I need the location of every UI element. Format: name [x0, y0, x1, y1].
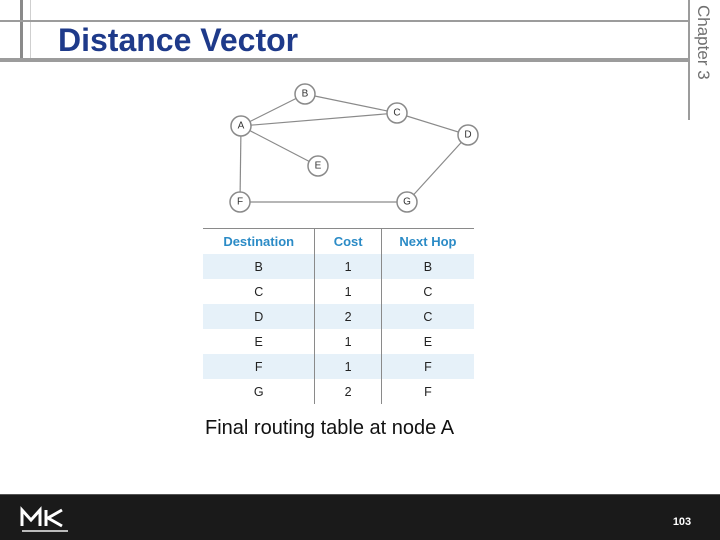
edge-a-e	[240, 125, 319, 167]
edge-a-c	[240, 112, 398, 127]
cell-cost: 1	[314, 329, 382, 354]
cell-cost: 1	[314, 279, 382, 304]
cell-cost: 2	[314, 304, 382, 329]
node-label-g: G	[403, 197, 411, 208]
routing-table-container: Destination Cost Next Hop B 1 B C 1 C D …	[203, 228, 474, 404]
cell-destination: B	[203, 254, 315, 279]
cell-cost: 1	[314, 354, 382, 379]
cell-next-hop: F	[380, 354, 474, 379]
cell-destination: D	[203, 304, 315, 329]
title-accent-line-thin	[30, 0, 31, 62]
cell-next-hop: C	[380, 279, 474, 304]
cell-cost: 2	[314, 379, 382, 404]
cell-destination: C	[203, 279, 315, 304]
title-accent-line	[20, 0, 23, 62]
slide-title: Distance Vector	[58, 22, 299, 58]
cell-destination: E	[203, 329, 315, 354]
table-row: E 1 E	[203, 329, 474, 354]
edge-g-d	[406, 134, 469, 203]
chapter-divider	[688, 0, 690, 120]
table-row: D 2 C	[203, 304, 474, 329]
cell-cost: 1	[314, 254, 382, 279]
edge-a-b	[240, 93, 306, 127]
graph-node-f: F	[229, 191, 251, 213]
mk-logo-icon	[20, 506, 68, 532]
cell-next-hop: F	[380, 379, 474, 404]
table-row: C 1 C	[203, 279, 474, 304]
header-destination: Destination	[223, 234, 295, 249]
graph-edges	[239, 93, 469, 203]
node-label-d: D	[464, 130, 471, 141]
network-graph: A B C D E F G	[229, 83, 479, 213]
edge-b-c	[304, 93, 398, 114]
node-label-a: A	[238, 121, 245, 132]
table-header-row: Destination Cost Next Hop	[203, 228, 474, 254]
footer-rule	[0, 494, 720, 495]
header-cost: Cost	[314, 228, 382, 254]
cell-next-hop: C	[380, 304, 474, 329]
title-rule-bottom	[0, 58, 688, 62]
table-row: F 1 F	[203, 354, 474, 379]
figure-caption: Final routing table at node A	[205, 417, 455, 439]
header-next-hop: Next Hop	[380, 228, 474, 254]
title-rule-top	[0, 20, 688, 22]
routing-table: Destination Cost Next Hop B 1 B C 1 C D …	[203, 228, 474, 404]
cell-destination: F	[203, 354, 315, 379]
table-row: G 2 F	[203, 379, 474, 404]
table-row: B 1 B	[203, 254, 474, 279]
node-label-e: E	[315, 161, 322, 172]
graph-node-e: E	[307, 155, 329, 177]
footer-bar	[0, 494, 720, 540]
cell-next-hop: B	[380, 254, 474, 279]
node-label-c: C	[393, 108, 400, 119]
graph-node-c: C	[386, 102, 408, 124]
cell-destination: G	[203, 379, 315, 404]
node-label-f: F	[237, 197, 243, 208]
graph-node-d: D	[457, 124, 479, 146]
page-number: 103	[672, 516, 692, 528]
cell-next-hop: E	[380, 329, 474, 354]
chapter-label: Chapter 3	[694, 5, 713, 80]
edge-a-f	[239, 125, 242, 203]
graph-node-g: G	[396, 191, 418, 213]
node-label-b: B	[302, 89, 309, 100]
edge-c-d	[396, 112, 469, 136]
graph-node-a: A	[230, 115, 252, 137]
graph-node-b: B	[294, 83, 316, 105]
